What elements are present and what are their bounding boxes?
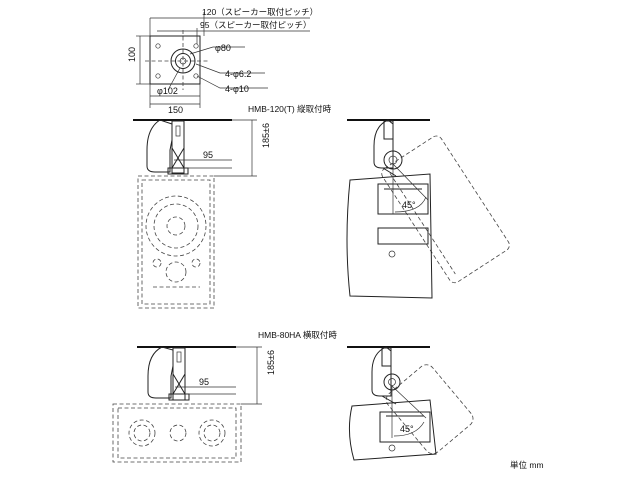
speaker-outline <box>112 403 242 463</box>
bolt-hole <box>193 73 199 79</box>
mounting-plate-outline <box>149 35 201 85</box>
vertical-mount-side-view: 45° <box>346 119 510 299</box>
phi102-label: φ102 <box>157 86 178 96</box>
speaker-tilted-outline <box>385 364 474 455</box>
speaker-tweeter <box>165 261 187 283</box>
speaker-side-outline <box>346 173 433 299</box>
bracket-arm <box>146 119 173 173</box>
pitch-95-label: 95（スピーカー取付ピッチ） <box>200 20 311 30</box>
offset-95-label-v: 95 <box>203 150 213 160</box>
holes-62-label: 4-φ6.2 <box>225 69 251 79</box>
speaker-woofer <box>128 419 156 447</box>
horizontal-mount-front-view: 185±6 95 <box>112 346 276 463</box>
bracket-arm <box>373 119 394 169</box>
vertical-mount-title: HMB-120(T) 縦取付時 <box>248 104 332 114</box>
bolt-hole <box>193 43 199 49</box>
holes-10-label: 4-φ10 <box>225 84 249 94</box>
speaker-side-outline <box>348 399 437 461</box>
top-view: 120（スピーカー取付ピッチ） 95（スピーカー取付ピッチ） 100 φ80 4… <box>127 7 318 115</box>
angle-arc <box>394 196 427 213</box>
height-185-label-h: 185±6 <box>266 350 276 375</box>
pitch-120-label: 120（スピーカー取付ピッチ） <box>202 7 318 17</box>
phi80-label: φ80 <box>215 43 231 53</box>
angle-45-label-v: 45° <box>402 200 416 210</box>
angle-arc <box>393 421 425 437</box>
height-185-label-v: 185±6 <box>261 123 271 148</box>
offset-95-label-h: 95 <box>199 377 209 387</box>
horizontal-mount-side-view: 45° <box>347 346 474 461</box>
speaker-woofer <box>145 195 207 257</box>
vertical-mount-front-view: 185±6 95 <box>133 119 271 309</box>
bolt-hole <box>155 43 161 49</box>
speaker-woofer <box>198 419 226 447</box>
dim-150-label: 150 <box>168 105 183 115</box>
bolt-hole <box>155 73 161 79</box>
dim-100-label: 100 <box>127 47 137 62</box>
speaker-tweeter <box>169 424 187 442</box>
unit-label: 単位 mm <box>510 460 544 470</box>
angle-45-label-h: 45° <box>400 424 414 434</box>
horizontal-mount-title: HMB-80HA 横取付時 <box>258 330 337 340</box>
speaker-tilted-outline <box>381 135 510 284</box>
bracket-arm <box>371 346 392 397</box>
bracket-arm <box>147 346 174 399</box>
speaker-outline <box>137 175 215 309</box>
bracket-post <box>172 347 186 401</box>
bracket-post <box>171 120 185 174</box>
